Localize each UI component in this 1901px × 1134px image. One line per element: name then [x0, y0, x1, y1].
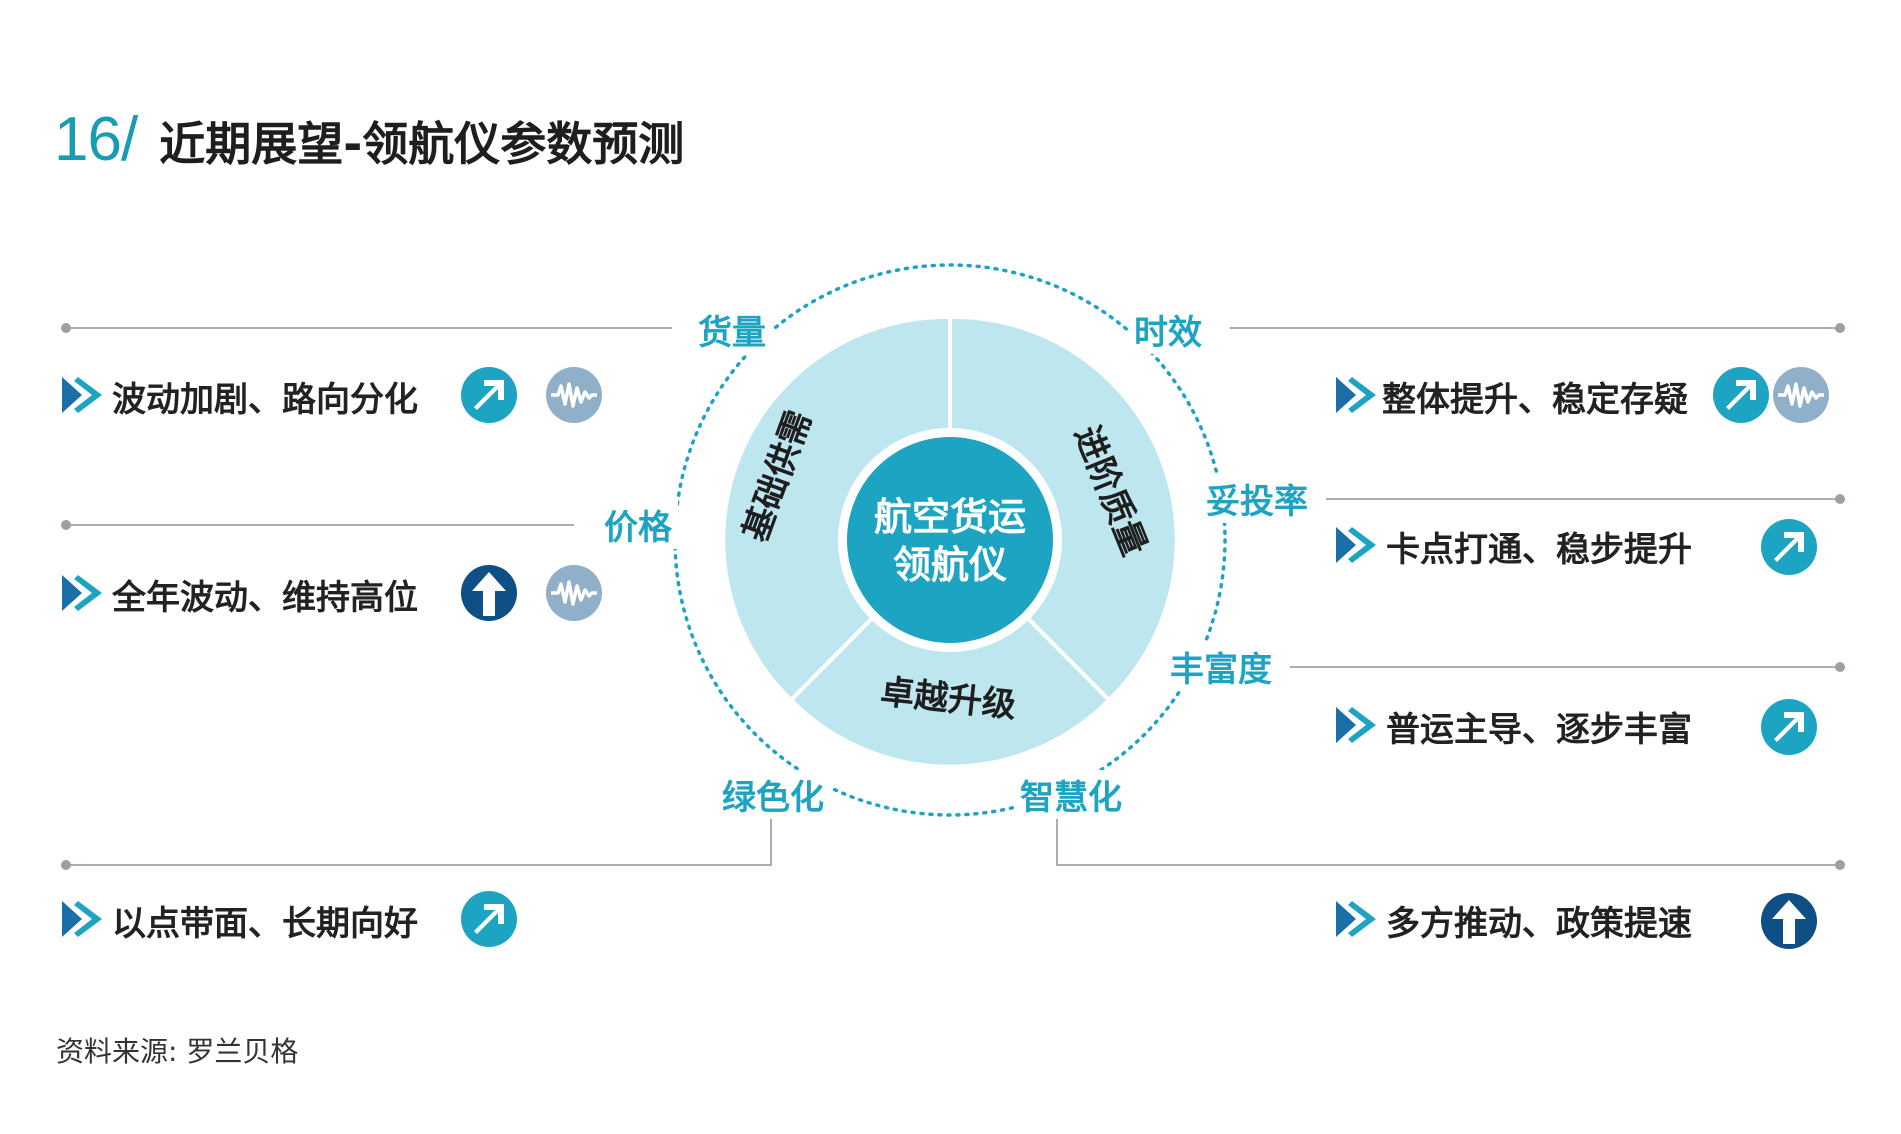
connector-dot — [1835, 662, 1845, 672]
center-line-1: 航空货运 — [874, 495, 1026, 539]
item-volume-text: 波动加剧、路向分化 — [112, 380, 418, 420]
arrow-up-right-icon — [461, 891, 517, 947]
item-green-text: 以点带面、长期向好 — [112, 904, 418, 944]
connector-volume — [66, 327, 672, 329]
page-title-text: 近期展望-领航仪参数预测 — [159, 117, 685, 171]
connector-timeliness — [1230, 327, 1840, 329]
connector-dot — [61, 520, 71, 530]
chevron-double-right-icon — [62, 377, 102, 413]
category-smart: 智慧化 — [1014, 770, 1128, 819]
category-reliability: 妥投率 — [1200, 474, 1314, 523]
center-line-2: 领航仪 — [893, 543, 1007, 587]
arrow-up-right-icon — [1761, 699, 1817, 755]
item-smart-text: 多方推动、政策提速 — [1386, 904, 1692, 944]
category-timeliness: 时效 — [1128, 305, 1208, 354]
chevron-double-right-icon — [1336, 527, 1376, 563]
category-volume: 货量 — [692, 305, 772, 354]
chevron-double-right-icon — [1336, 707, 1376, 743]
connector-dot — [1835, 860, 1845, 870]
connector-dot — [61, 860, 71, 870]
connector-dot — [1835, 323, 1845, 333]
connector-smart-vertical — [1056, 818, 1058, 866]
segment-right — [948, 314, 1179, 703]
page-number: 16/ — [54, 105, 138, 174]
category-richness: 丰富度 — [1164, 642, 1278, 691]
volatile-wave-icon — [546, 565, 602, 621]
connector-smart — [1058, 864, 1840, 866]
item-price-text: 全年波动、维持高位 — [112, 578, 418, 618]
item-reliability-text: 卡点打通、稳步提升 — [1386, 530, 1692, 570]
chevron-double-right-icon — [62, 575, 102, 611]
category-price: 价格 — [598, 500, 678, 549]
source-note: 资料来源: 罗兰贝格 — [56, 1035, 299, 1068]
segment-bottom — [788, 537, 1112, 769]
arrow-up-right-icon — [461, 367, 517, 423]
volatile-wave-icon — [546, 367, 602, 423]
arrow-up-icon — [461, 565, 517, 621]
connector-green-vertical — [770, 818, 772, 866]
chevron-double-right-icon — [62, 901, 102, 937]
chevron-double-right-icon — [1336, 377, 1376, 413]
volatile-wave-icon — [1773, 367, 1829, 423]
connector-reliability — [1326, 498, 1840, 500]
connector-price — [66, 524, 574, 526]
category-green: 绿色化 — [716, 770, 830, 819]
connector-dot — [61, 323, 71, 333]
connector-richness — [1290, 666, 1840, 668]
connector-dot — [1835, 494, 1845, 504]
chevron-double-right-icon — [1336, 901, 1376, 937]
arrow-up-icon — [1761, 893, 1817, 949]
item-richness-text: 普运主导、逐步丰富 — [1386, 710, 1692, 750]
arrow-up-right-icon — [1713, 367, 1769, 423]
item-timeliness-text: 整体提升、稳定存疑 — [1382, 380, 1688, 420]
center-circle — [847, 437, 1053, 643]
segment-left — [721, 314, 952, 703]
page-title: 16/ 近期展望-领航仪参数预测 — [54, 104, 684, 175]
connector-green — [66, 864, 772, 866]
arrow-up-right-icon — [1761, 519, 1817, 575]
